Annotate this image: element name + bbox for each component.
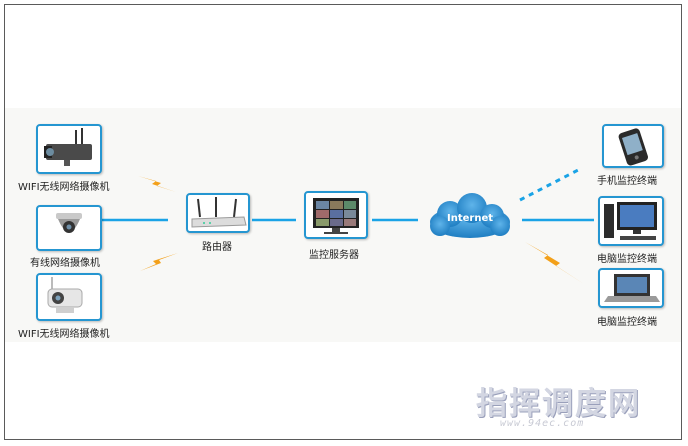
pc-terminal-2-box[interactable] (598, 268, 664, 308)
wireless-bolt-2 (140, 253, 178, 271)
server-box[interactable] (304, 191, 368, 239)
wifi-camera-1-box[interactable] (36, 124, 102, 174)
laptop-icon (604, 274, 660, 302)
pc-terminal-2-label: 电脑监控终端 (597, 317, 657, 328)
diagram-frame (4, 4, 682, 440)
pc-terminal-1-label: 电脑监控终端 (597, 254, 657, 265)
router-box[interactable] (186, 193, 250, 233)
router-label: 路由器 (202, 242, 232, 253)
watermark-url: www.94ec.com (500, 418, 585, 429)
server-label: 监控服务器 (309, 250, 359, 261)
mobile-terminal-box[interactable] (602, 124, 664, 168)
internet-cloud-icon (430, 193, 510, 238)
mobile-phone-icon (618, 128, 648, 166)
wifi-camera-icon (47, 277, 83, 313)
link-internet-mobile (519, 166, 583, 202)
wifi-camera-2-box[interactable] (36, 273, 102, 321)
watermark-logo: 指挥调度网 (476, 386, 641, 422)
pc-terminal-1-box[interactable] (598, 196, 664, 246)
internet-label: Internet (446, 213, 493, 224)
wireless-bolt-1 (138, 176, 176, 192)
wifi-camera-1-label: WIFI无线网络摄像机 (18, 182, 110, 193)
wired-camera-box[interactable] (36, 205, 102, 251)
router-icon (191, 197, 247, 228)
mobile-terminal-label: 手机监控终端 (597, 176, 657, 187)
wired-camera-label: 有线网络摄像机 (30, 258, 100, 269)
dome-camera-icon (56, 213, 82, 233)
wifi-camera-2-label: WIFI无线网络摄像机 (18, 329, 110, 340)
bullet-camera-icon (44, 128, 92, 166)
monitor-server-icon (313, 198, 359, 234)
wireless-bolt-3 (525, 242, 584, 284)
desktop-computer-icon (604, 202, 657, 240)
